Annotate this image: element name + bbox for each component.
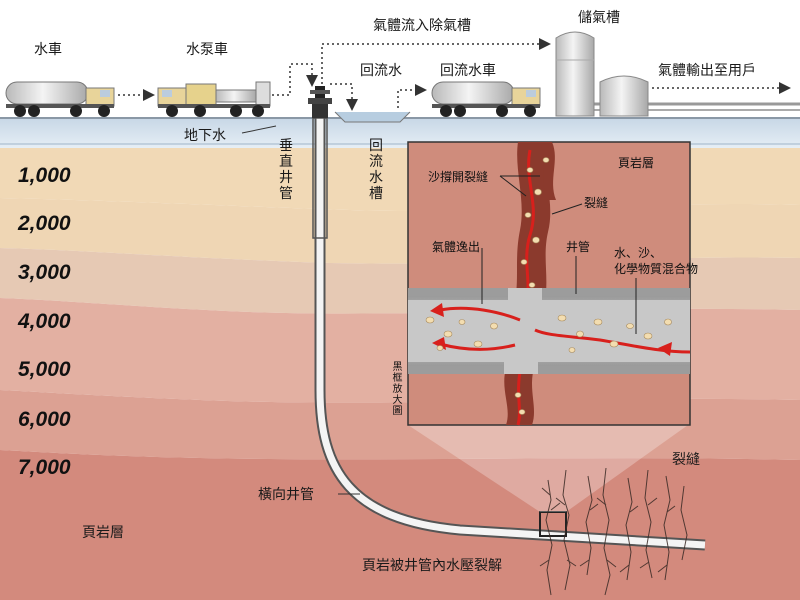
depth-label: 4,000 — [18, 310, 71, 333]
label-groundwater: 地下水 — [184, 128, 226, 144]
pit-to-truck-line — [397, 84, 427, 108]
label-storage-tank: 儲氣槽 — [578, 10, 620, 26]
inset-magnified — [407, 141, 691, 426]
inset-label-gas-escape: 氣體逸出 — [432, 240, 481, 254]
wellhead — [308, 86, 332, 118]
well-to-pit-line — [330, 83, 358, 111]
label-magnify-note: 黑框放大圖 — [392, 362, 403, 417]
label-shale-bottom: 頁岩層 — [82, 525, 124, 541]
layer-shale — [0, 450, 800, 600]
flowback-truck-graphic — [431, 81, 541, 117]
depth-label: 3,000 — [18, 261, 71, 284]
label-pump-truck: 水泵車 — [186, 42, 228, 58]
inset-label-mixture-2: 化學物質混合物 — [614, 262, 699, 276]
label-water-truck: 水車 — [34, 42, 62, 58]
fracture-roots — [539, 467, 688, 596]
label-gas-to-users: 氣體輸出至用戶 — [658, 63, 756, 79]
gas-flow-line — [321, 38, 551, 84]
label-flowback-water: 回流水 — [360, 63, 402, 79]
depth-label: 7,000 — [18, 456, 71, 479]
storage-tanks-graphic — [555, 31, 649, 117]
label-fractures: 裂縫 — [672, 452, 700, 468]
flowback-pit — [334, 111, 411, 123]
inset-label-fracture: 裂縫 — [584, 196, 609, 210]
pump-truck-graphic — [157, 81, 271, 117]
depth-label: 2,000 — [18, 212, 71, 235]
zoom-box — [539, 511, 567, 537]
depth-label: 6,000 — [18, 408, 71, 431]
depth-label: 5,000 — [18, 358, 71, 381]
label-flowback-tank: 回流水槽 — [369, 138, 383, 202]
water-truck-graphic — [5, 81, 115, 117]
zoom-projection — [408, 425, 688, 512]
depth-label: 1,000 — [18, 164, 71, 187]
label-gas-to-tank: 氣體流入除氣槽 — [373, 18, 471, 34]
label-caption: 頁岩被井管內水壓裂解 — [362, 558, 502, 574]
inset-label-well-pipe: 井管 — [566, 240, 591, 254]
pump-to-well-line — [272, 63, 318, 96]
inset-label-mixture-1: 水、沙、 — [614, 246, 663, 260]
label-horizontal-well: 橫向井管 — [258, 487, 314, 503]
inset-label-propped-fractures: 沙撐開裂縫 — [428, 170, 489, 184]
inset-label-shale: 頁岩層 — [618, 156, 655, 170]
label-flowback-truck: 回流水車 — [440, 63, 496, 79]
label-vertical-well: 垂直井管 — [279, 138, 293, 202]
